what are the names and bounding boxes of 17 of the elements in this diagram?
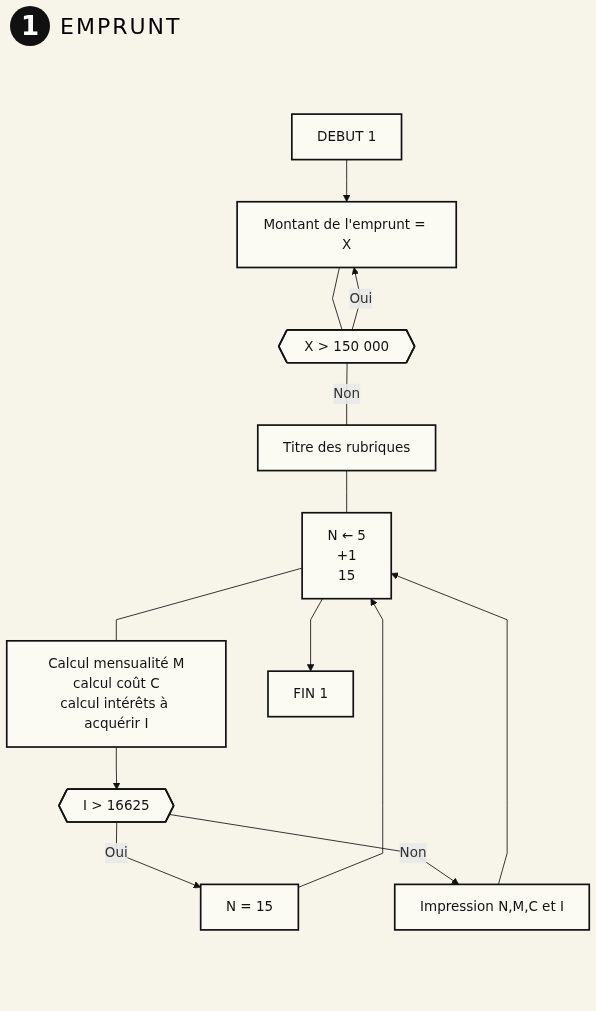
edge-label: Non — [399, 844, 427, 861]
connector — [332, 267, 343, 331]
figure-number-badge: 1 — [10, 6, 50, 46]
connector — [115, 567, 303, 642]
node-box: Calcul mensualité M calcul coût C calcul intérêts à acquérir I — [5, 640, 227, 748]
node-box: Titre des rubriques — [256, 424, 437, 472]
node-box: FIN 1 — [267, 670, 355, 718]
edge-label: Oui — [349, 290, 373, 307]
node-box: Impression N,M,C et I — [393, 883, 591, 931]
node-box: Montant de l'emprunt = X — [236, 200, 458, 269]
edge-label: Non — [333, 385, 361, 402]
node-box: N = 15 — [199, 883, 300, 931]
node-box: N ← 5 +1 15 — [301, 511, 393, 600]
edge-label: Oui — [104, 844, 128, 861]
connector — [346, 470, 348, 514]
node-box: DEBUT 1 — [291, 113, 403, 161]
title: EMPRUNT — [60, 13, 182, 39]
